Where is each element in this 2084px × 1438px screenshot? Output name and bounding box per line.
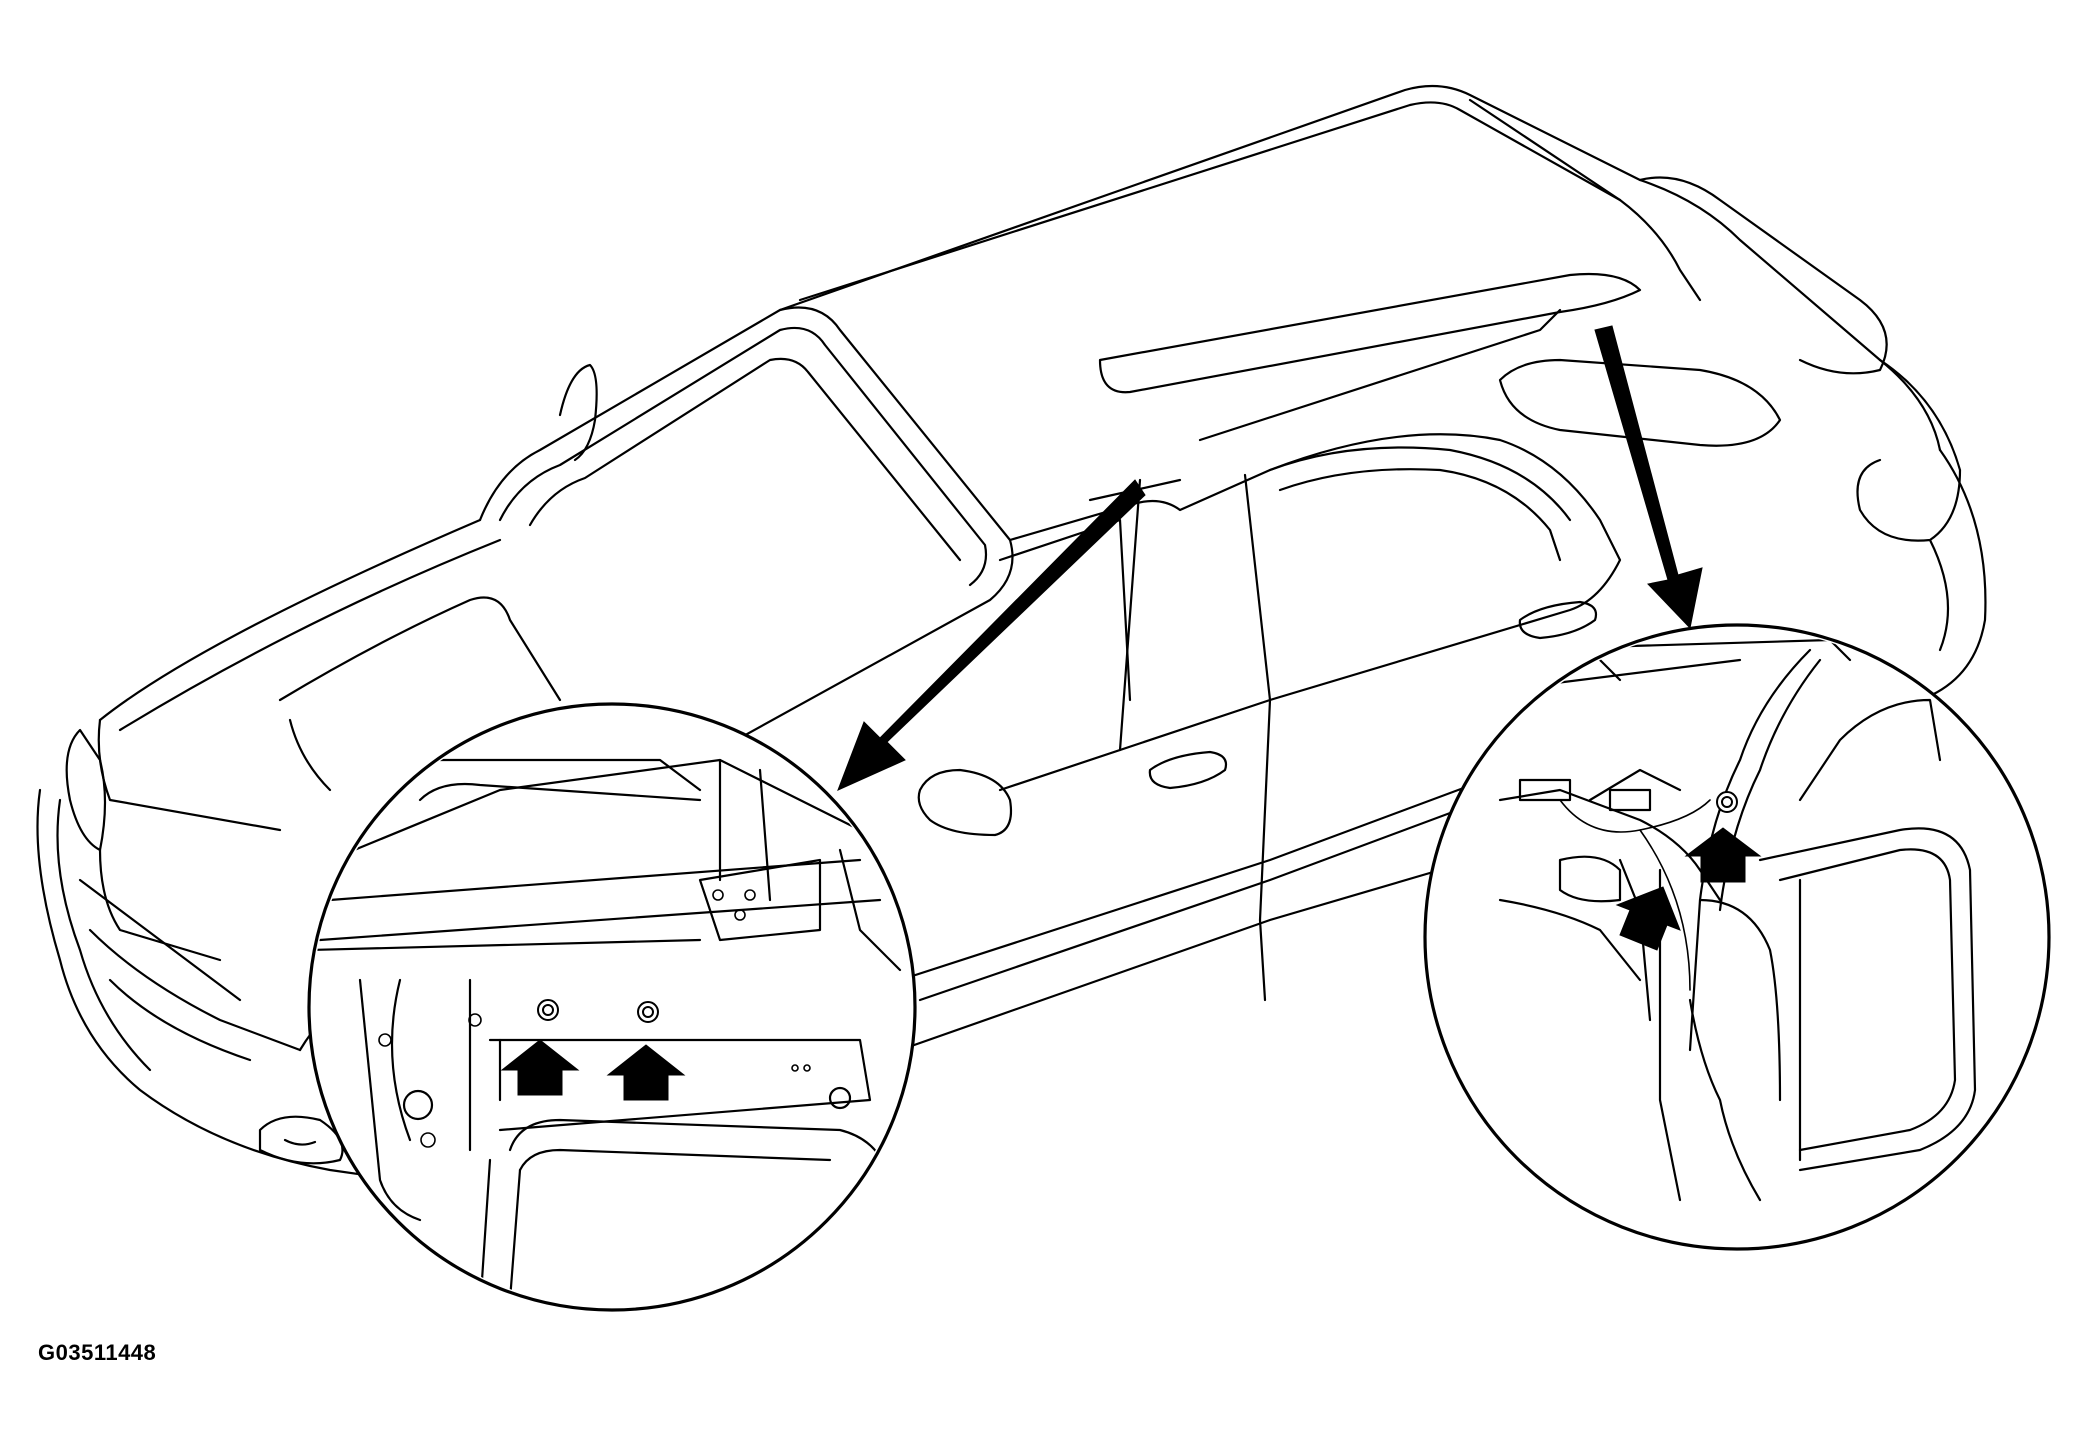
- up-arrow-right-2: [1615, 886, 1681, 951]
- figure-id-label: G03511448: [38, 1340, 157, 1365]
- fastener-left-2: [637, 1001, 659, 1023]
- fastener-right-1: [1716, 791, 1738, 813]
- rear-detail-callout: [1423, 623, 2051, 1251]
- up-arrow-left-2: [606, 1044, 686, 1101]
- up-arrow-right-1: [1684, 827, 1762, 883]
- front-pointer-arrow: [837, 479, 1146, 791]
- rear-pointer-arrow: [1594, 325, 1703, 630]
- front-detail-callout: [307, 702, 917, 1312]
- pointer-arrows: [837, 325, 1703, 791]
- fastener-left-1: [537, 999, 559, 1021]
- up-arrow-left-1: [500, 1039, 580, 1096]
